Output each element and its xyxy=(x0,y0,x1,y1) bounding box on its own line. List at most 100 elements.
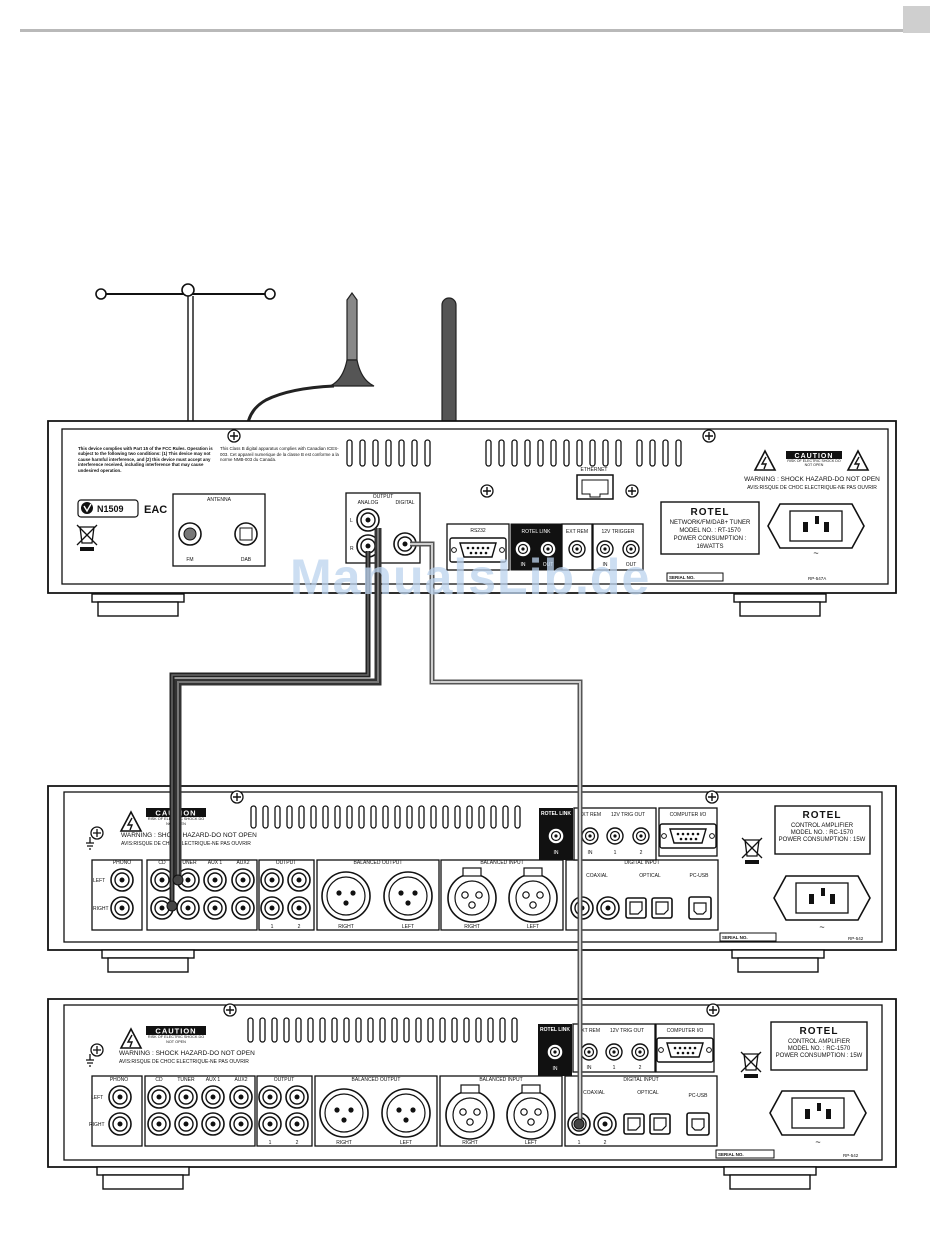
phono-right-jack[interactable] xyxy=(108,1112,132,1136)
amp1-computer-io-port[interactable] xyxy=(659,823,717,849)
amp2-trig-out-2-jack[interactable] xyxy=(631,1043,649,1061)
svg-text:PC-USB: PC-USB xyxy=(689,1093,709,1099)
trigger-in-jack[interactable] xyxy=(596,540,614,558)
ethernet-port[interactable] xyxy=(576,474,614,500)
aux1-right-jack[interactable] xyxy=(201,1112,225,1136)
amp-screw xyxy=(705,790,719,804)
analog-stereo-cable xyxy=(166,528,382,912)
svg-text:EXT REM: EXT REM xyxy=(578,1028,600,1034)
usb-port-icon[interactable] xyxy=(686,1112,710,1136)
svg-text:~: ~ xyxy=(815,1137,820,1147)
phono-left-jack[interactable] xyxy=(110,868,134,892)
amp1-trig-out-1-jack[interactable] xyxy=(606,827,624,845)
amp-foot-left xyxy=(96,1166,190,1190)
power-inlet-icon[interactable] xyxy=(769,1090,867,1136)
aux2-left-jack[interactable] xyxy=(229,1085,253,1109)
tuner-right-jack[interactable] xyxy=(176,896,200,920)
svg-text:CONTROL AMPLIFIER: CONTROL AMPLIFIER xyxy=(791,823,854,829)
warning-text: WARNING : SHOCK HAZARD-DO NOT OPEN xyxy=(744,476,880,483)
svg-text:LEFT: LEFT xyxy=(525,1140,537,1146)
amp2-rotel-link-in-jack[interactable] xyxy=(546,1043,564,1061)
balanced-output-left-xlr[interactable] xyxy=(381,1088,431,1138)
amp2-computer-io-port[interactable] xyxy=(656,1037,714,1063)
output-1-right-jack[interactable] xyxy=(260,896,284,920)
output-2-right-jack[interactable] xyxy=(287,896,311,920)
page-corner-tab xyxy=(903,6,930,33)
output-2-right-jack[interactable] xyxy=(285,1112,309,1136)
aux1-left-jack[interactable] xyxy=(203,868,227,892)
amp1-computer-io-label: COMPUTER I/O xyxy=(670,812,707,818)
balanced-output-right-xlr[interactable] xyxy=(321,871,371,921)
amp1-trig-out-2-jack[interactable] xyxy=(632,827,650,845)
balanced-output-right-xlr[interactable] xyxy=(319,1088,369,1138)
rs232-port[interactable] xyxy=(449,537,507,563)
amp-screw xyxy=(706,1003,720,1017)
ext-rem-jack[interactable] xyxy=(568,540,586,558)
cd-right-jack[interactable] xyxy=(147,1112,171,1136)
power-inlet-icon[interactable] xyxy=(773,875,871,921)
usb-port-icon[interactable] xyxy=(688,896,712,920)
amp2-avis-text: AVIS:RISQUE DE CHOC ELECTRIQUE-NE PAS OU… xyxy=(119,1059,249,1065)
avis-text: AVIS:RISQUE DE CHOC ELECTRIQUE-NE PAS OU… xyxy=(747,485,877,491)
svg-text:1: 1 xyxy=(614,850,617,856)
certification-mark-icon xyxy=(77,499,139,518)
phono-left-jack[interactable] xyxy=(108,1085,132,1109)
tuner-part-number: RP-547A xyxy=(808,576,826,581)
amp1-trig-out-label: 12V TRIG OUT xyxy=(611,812,645,818)
aux2-right-jack[interactable] xyxy=(229,1112,253,1136)
tuner-foot-left xyxy=(91,593,185,617)
optical-input-1-port[interactable] xyxy=(625,897,647,919)
coaxial-input-2-jack[interactable] xyxy=(596,896,620,920)
output-1-left-jack[interactable] xyxy=(258,1085,282,1109)
svg-text:2: 2 xyxy=(639,1065,642,1071)
svg-text:COMPUTER I/O: COMPUTER I/O xyxy=(667,1028,704,1034)
svg-text:1: 1 xyxy=(269,1140,272,1146)
svg-text:IN: IN xyxy=(588,850,593,856)
cd-left-jack[interactable] xyxy=(147,1085,171,1109)
output-1-right-jack[interactable] xyxy=(258,1112,282,1136)
analog-out-left-jack[interactable] xyxy=(356,508,380,532)
svg-text:OUTPUT: OUTPUT xyxy=(274,1077,295,1083)
ext-rem-label: EXT REM xyxy=(566,529,588,535)
tuner-screw xyxy=(702,429,716,443)
amp1-part-number: RP-542 xyxy=(848,936,864,941)
optical-input-2-port[interactable] xyxy=(651,897,673,919)
tuner-left-jack[interactable] xyxy=(174,1085,198,1109)
caution-subtext: RISK OF ELECTRIC SHOCK DO NOT OPEN xyxy=(787,459,841,468)
rs232-label: RS232 xyxy=(470,528,486,534)
rotel-link-out-jack[interactable] xyxy=(539,540,557,558)
dab-antenna-jack[interactable] xyxy=(234,522,258,546)
svg-text:POWER CONSUMPTION : 15W: POWER CONSUMPTION : 15W xyxy=(779,837,866,843)
output-2-left-jack[interactable] xyxy=(285,1085,309,1109)
optical-input-1-port[interactable] xyxy=(623,1113,645,1135)
aux1-left-jack[interactable] xyxy=(201,1085,225,1109)
aux2-left-jack[interactable] xyxy=(231,868,255,892)
power-inlet-icon[interactable] xyxy=(767,503,865,549)
cd-label: CD xyxy=(158,860,166,866)
amp2-ext-rem-jack[interactable] xyxy=(580,1043,598,1061)
phono-right-jack[interactable] xyxy=(110,896,134,920)
left-row-label: LEFT xyxy=(93,878,105,884)
aux1-right-jack[interactable] xyxy=(203,896,227,920)
amp-screw xyxy=(230,790,244,804)
output-1-left-jack[interactable] xyxy=(260,868,284,892)
trigger-out-jack[interactable] xyxy=(622,540,640,558)
fm-antenna-jack[interactable] xyxy=(178,522,202,546)
aux2-right-jack[interactable] xyxy=(231,896,255,920)
output-label: OUTPUT xyxy=(276,860,297,866)
balanced-output-left-xlr[interactable] xyxy=(383,871,433,921)
tuner-right-jack[interactable] xyxy=(174,1112,198,1136)
trigger-label: 12V TRIGGER xyxy=(602,529,635,535)
amp1-ext-rem-jack[interactable] xyxy=(581,827,599,845)
tuner-model-line: 16WATTS xyxy=(696,544,723,550)
amp2-caution-label: CAUTION xyxy=(155,1027,196,1036)
amp1-rotel-link-in-jack[interactable] xyxy=(547,827,565,845)
output-2-left-jack[interactable] xyxy=(287,868,311,892)
svg-text:2: 2 xyxy=(640,850,643,856)
coaxial-input-2-jack[interactable] xyxy=(593,1112,617,1136)
amp2-trig-out-1-jack[interactable] xyxy=(605,1043,623,1061)
svg-text:LEFT: LEFT xyxy=(91,1095,103,1101)
rotel-link-in-jack[interactable] xyxy=(514,540,532,558)
svg-text:MODEL NO. : RC-1570: MODEL NO. : RC-1570 xyxy=(788,1046,851,1052)
optical-input-2-port[interactable] xyxy=(649,1113,671,1135)
